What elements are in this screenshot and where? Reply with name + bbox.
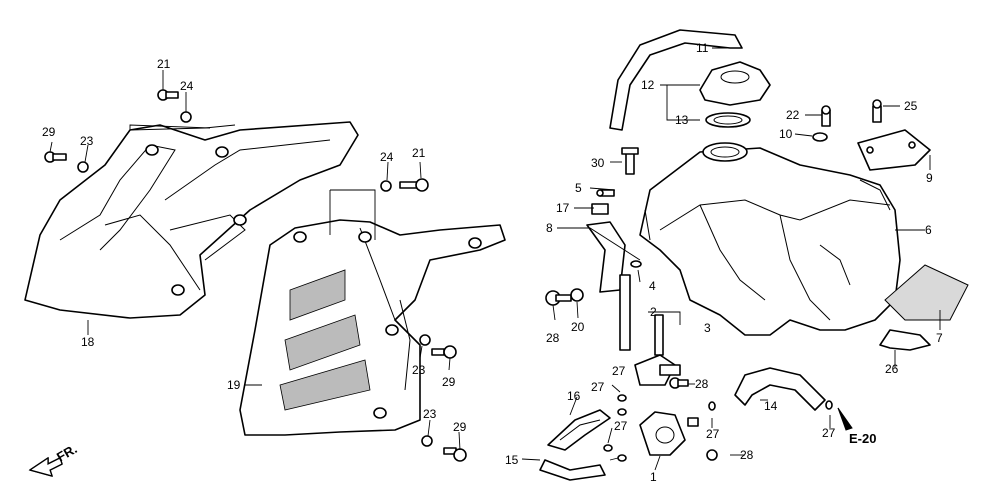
callout-20: 20: [571, 320, 585, 334]
callout-7: 7: [936, 331, 943, 345]
callout-22: 22: [786, 108, 800, 122]
fuel-cap-assembly: [609, 29, 771, 131]
callout-27: 27: [591, 380, 605, 394]
callout-2: 2: [650, 305, 657, 319]
tank-pad-part-7: [884, 264, 969, 321]
hose-part-14: [734, 367, 826, 411]
front-direction-arrow-icon: [28, 456, 63, 477]
hose-clips-part-27: [603, 394, 833, 462]
callout-24: 24: [180, 79, 194, 93]
callout-11: 11: [696, 41, 709, 55]
callout-4: 4: [649, 279, 656, 293]
callout-26: 26: [885, 362, 899, 376]
callout-19: 19: [227, 378, 241, 392]
callout-23: 23: [412, 363, 426, 377]
hose-part-16: [547, 409, 611, 451]
callout-3: 3: [704, 321, 711, 335]
callout-numbers: 21 24 29 23 18 24 21 19 23 29 23 29 11 1…: [42, 41, 943, 484]
tank-top-fasteners: [812, 99, 882, 142]
callout-18: 18: [81, 335, 95, 349]
cover-plate-part-9: [857, 129, 931, 171]
callout-29: 29: [42, 125, 56, 139]
callout-25: 25: [904, 99, 918, 113]
callout-23: 23: [423, 407, 437, 421]
callout-5: 5: [575, 181, 582, 195]
callout-27: 27: [706, 427, 720, 441]
callout-6: 6: [925, 223, 932, 237]
hose-part-15: [539, 459, 606, 481]
callout-14: 14: [764, 399, 778, 413]
leader-lines: [49, 47, 941, 471]
callout-21: 21: [157, 57, 171, 71]
fuel-valve-assembly: [619, 274, 718, 461]
callout-24: 24: [380, 150, 394, 164]
left-shroud-part-18: [24, 121, 359, 319]
callout-28: 28: [740, 448, 754, 462]
callout-12: 12: [641, 78, 655, 92]
tank-mounting-parts: [545, 147, 651, 306]
callout-16: 16: [567, 389, 581, 403]
callout-1: 1: [650, 470, 657, 484]
callout-29: 29: [442, 375, 456, 389]
callout-17: 17: [556, 201, 570, 215]
callout-8: 8: [546, 221, 553, 235]
callout-13: 13: [675, 113, 689, 127]
callout-30: 30: [591, 156, 605, 170]
fuel-tank-part-6: [639, 142, 901, 336]
callout-27: 27: [612, 364, 626, 378]
callout-28: 28: [695, 377, 709, 391]
callout-29: 29: [453, 420, 467, 434]
callout-9: 9: [926, 171, 933, 185]
callout-10: 10: [779, 127, 793, 141]
callout-27: 27: [614, 419, 628, 433]
callout-23: 23: [80, 134, 94, 148]
clamp-band-part-26: [879, 329, 931, 351]
reference-label: E-20: [849, 431, 876, 446]
callout-27: 27: [822, 426, 836, 440]
callout-28: 28: [546, 331, 560, 345]
right-shroud-part-19: [239, 219, 506, 436]
reference-arrow-icon: [837, 407, 853, 431]
callout-21: 21: [412, 146, 426, 160]
callout-15: 15: [505, 453, 519, 467]
shroud-fasteners: [44, 89, 467, 462]
